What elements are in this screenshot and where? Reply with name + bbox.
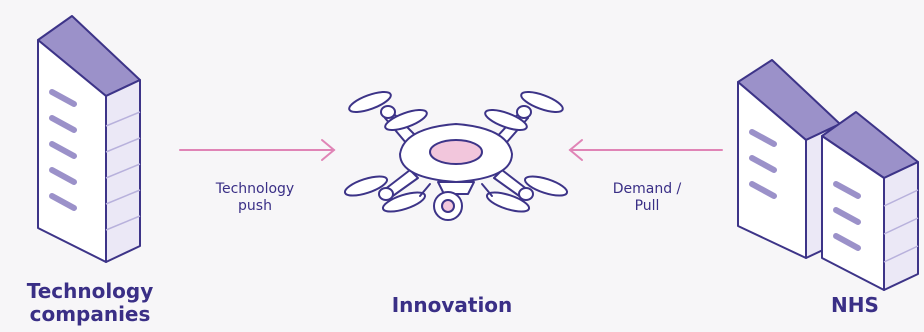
nhs-label: NHS <box>831 293 879 317</box>
pull-label-line1: Demand / <box>612 181 682 197</box>
drone-icon <box>343 91 569 221</box>
technology-companies-label: Technology companies <box>4 280 176 326</box>
push-label-line2: push <box>238 198 272 214</box>
building-icon-right-front <box>821 111 919 291</box>
pull-label: Demand / Pull <box>572 181 722 215</box>
innovation-label: Innovation <box>391 293 513 317</box>
push-arrow <box>179 139 336 161</box>
technology-companies-line2: companies <box>29 302 151 326</box>
technology-companies-line1: Technology <box>26 279 154 303</box>
pull-arrow <box>568 139 723 161</box>
pull-label-line2: Pull <box>634 198 660 214</box>
building-icon-left <box>37 15 141 263</box>
push-label: Technology push <box>180 181 330 215</box>
push-label-line1: Technology <box>215 181 295 197</box>
